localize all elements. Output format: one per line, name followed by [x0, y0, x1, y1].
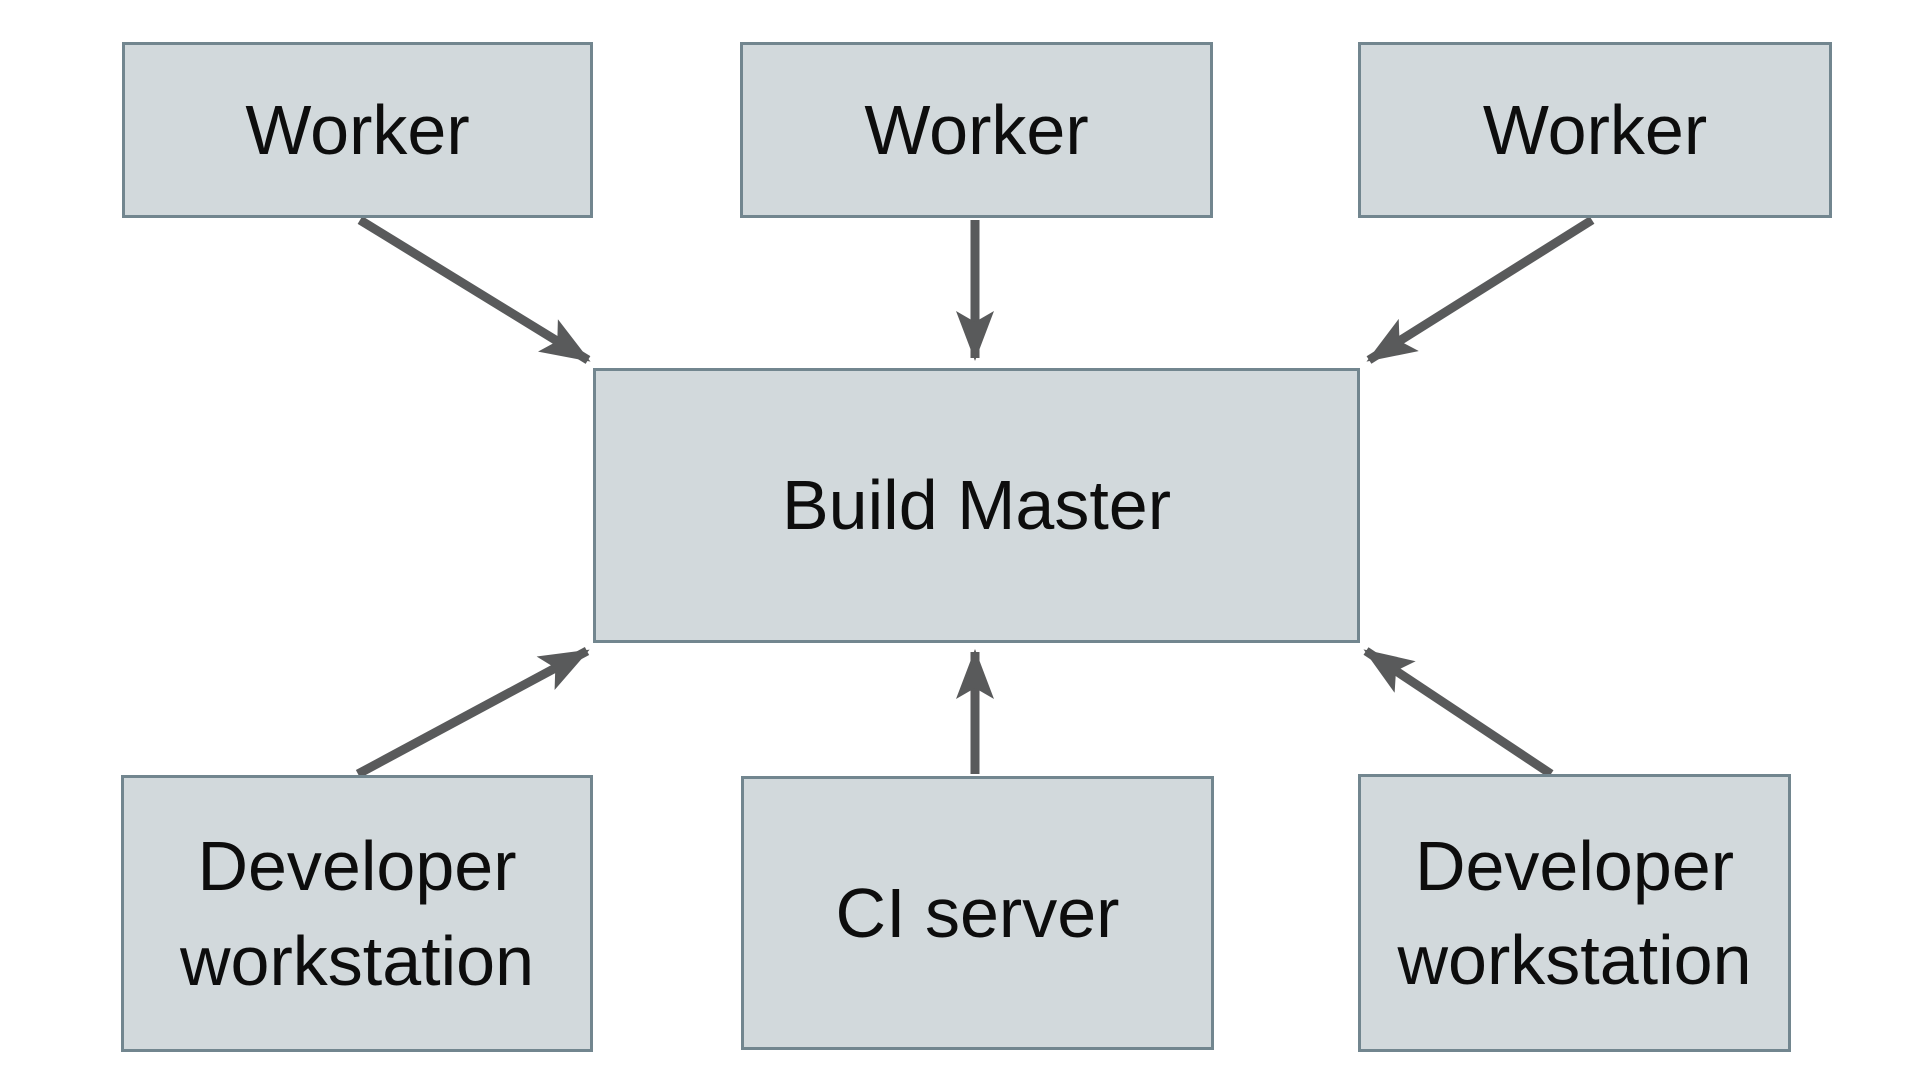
- node-developer-workstation-right-label: Developer workstation: [1397, 826, 1752, 1000]
- arrow-developer-workstation-left-to-build-master: [355, 647, 590, 778]
- node-worker-3-label: Worker: [1482, 90, 1708, 169]
- node-worker-1: Worker: [122, 42, 593, 218]
- arrow-worker-3-to-build-master: [1366, 216, 1595, 364]
- node-worker-1-label: Worker: [245, 90, 470, 169]
- node-ci-server: CI server: [741, 776, 1214, 1050]
- node-build-master: Build Master: [593, 368, 1360, 643]
- node-worker-2: Worker: [740, 42, 1213, 218]
- node-developer-workstation-left-label: Developer workstation: [179, 827, 535, 1000]
- node-worker-3: Worker: [1358, 42, 1832, 218]
- arrow-developer-workstation-right-to-build-master: [1363, 647, 1554, 778]
- node-build-master-label: Build Master: [781, 466, 1172, 545]
- node-worker-2-label: Worker: [864, 90, 1089, 169]
- node-developer-workstation-left: Developer workstation: [121, 775, 593, 1052]
- arrow-worker-1-to-build-master: [357, 216, 591, 364]
- node-developer-workstation-right: Developer workstation: [1358, 774, 1791, 1052]
- node-ci-server-label: CI server: [835, 873, 1120, 952]
